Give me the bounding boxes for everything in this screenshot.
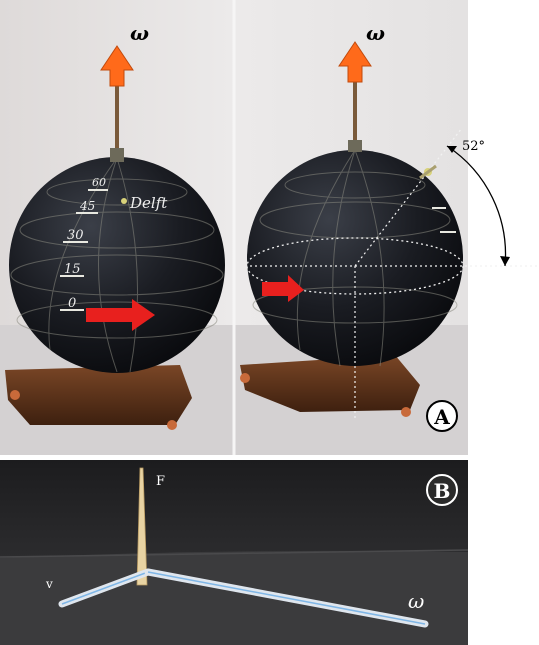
omega-label-right: ω	[366, 21, 385, 45]
label-f: F	[156, 474, 165, 489]
right-globe	[247, 150, 463, 366]
force-stick	[136, 467, 148, 586]
delft-pin	[121, 198, 127, 204]
latitude-30: 30	[67, 228, 84, 243]
angle-label: 52°	[462, 139, 485, 154]
panel-b-letter: B	[434, 479, 451, 503]
latitude-15: 15	[64, 262, 81, 277]
label-v: v	[45, 577, 53, 591]
right-globe-photo	[240, 41, 539, 420]
panel-b-badge	[426, 474, 458, 506]
panel-a: 60 45 30 15 0 Delft ω	[0, 0, 539, 455]
panel-a-letter: A	[433, 405, 450, 429]
panel-b-surface	[0, 550, 468, 645]
angle-arc	[446, 145, 507, 267]
left-omega-arrow	[100, 45, 134, 87]
right-globe-base	[240, 355, 420, 412]
left-velocity-arrow	[86, 299, 155, 331]
left-globe	[9, 157, 225, 373]
label-omega: ω	[408, 589, 424, 613]
left-globe-base	[5, 365, 192, 425]
left-globe-photo: 60 45 30 15 0 Delft	[5, 45, 225, 430]
latitude-45: 45	[79, 199, 95, 213]
latitude-0: 0	[68, 296, 76, 311]
delft-label: Delft	[129, 194, 168, 212]
right-velocity-arrow	[262, 275, 304, 302]
angle-arrowhead-bottom	[500, 256, 510, 266]
panel-b: F v ω B	[0, 460, 469, 645]
latitude-60: 60	[92, 176, 106, 189]
right-axis-collar	[348, 140, 362, 152]
left-axis-collar	[110, 148, 124, 162]
panel-a-badge	[426, 400, 458, 432]
omega-label-left: ω	[130, 21, 149, 45]
right-omega-arrow	[338, 41, 372, 83]
latitude-radius	[354, 127, 463, 267]
equator-plane	[246, 237, 464, 295]
angle-arrowhead-top	[447, 146, 457, 153]
